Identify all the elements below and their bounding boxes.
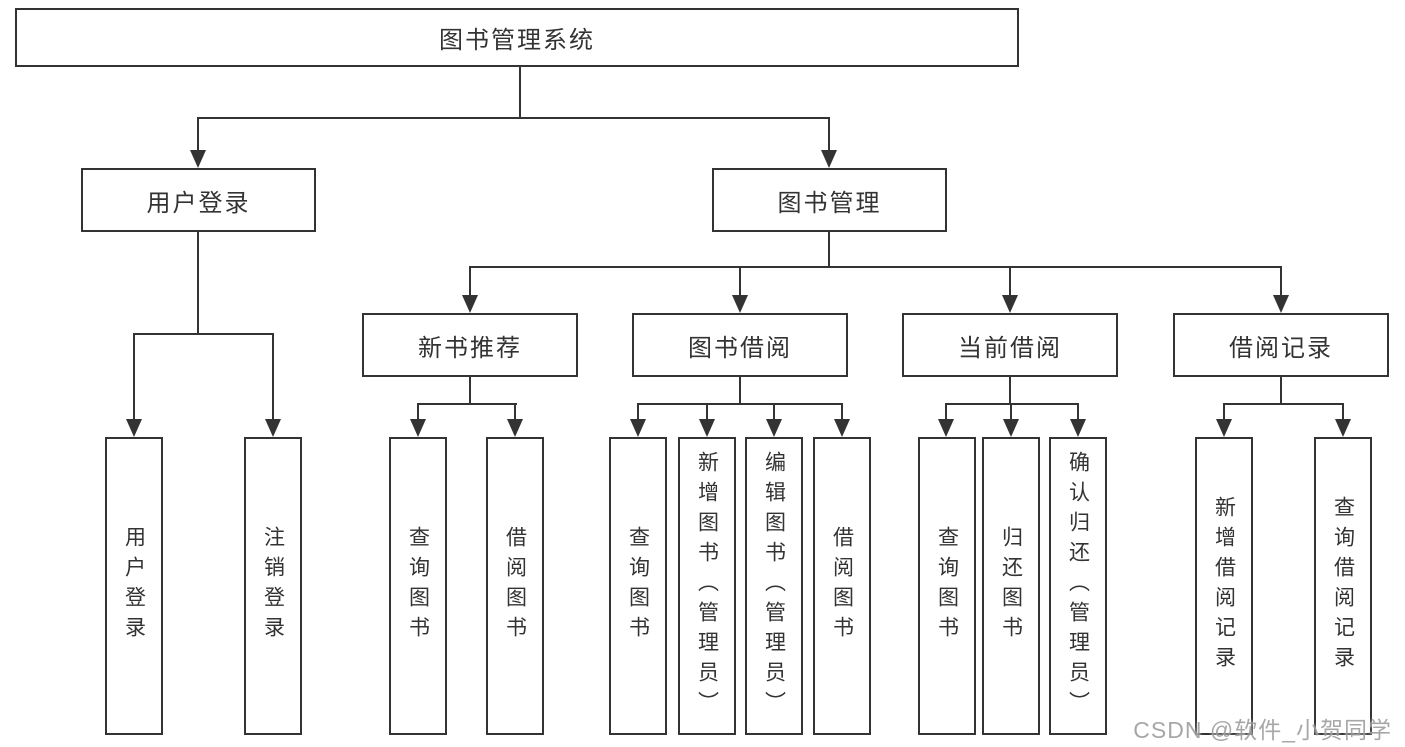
leaf-recommend-query-books-label: 查询图书 [406, 526, 430, 646]
leaf-current-return-books: 归还图书 [982, 437, 1040, 735]
arrow-down-icon [507, 419, 523, 437]
arrow-down-icon [834, 419, 850, 437]
arrow-down-icon [1002, 295, 1018, 313]
connector-line [1077, 403, 1079, 419]
connector-line [706, 403, 708, 419]
connector-line [739, 266, 741, 295]
csdn-watermark: CSDN @软件_小贺同学 [1133, 717, 1392, 743]
node-new-book-recommend-label: 新书推荐 [418, 334, 522, 362]
leaf-records-query-record-label: 查询借阅记录 [1331, 496, 1355, 676]
leaf-current-return-books-label: 归还图书 [999, 526, 1023, 646]
node-borrowing-records: 借阅记录 [1173, 313, 1389, 377]
connector-line [1223, 403, 1225, 419]
connector-line [637, 403, 843, 405]
node-book-borrowing-label: 图书借阅 [688, 334, 792, 362]
leaf-logout-label: 注销登录 [261, 526, 285, 646]
arrow-down-icon [766, 419, 782, 437]
arrow-down-icon [630, 419, 646, 437]
connector-line [519, 67, 521, 118]
arrow-down-icon [938, 419, 954, 437]
arrow-down-icon [410, 419, 426, 437]
leaf-borrowing-edit-books-label: 编辑图书（管理员） [762, 451, 786, 721]
node-root: 图书管理系统 [15, 8, 1019, 67]
connector-line [841, 403, 843, 419]
leaf-records-add-record-label: 新增借阅记录 [1212, 496, 1236, 676]
node-book-management: 图书管理 [712, 168, 947, 232]
node-book-borrowing: 图书借阅 [632, 313, 848, 377]
connector-line [945, 403, 947, 419]
node-user-login: 用户登录 [81, 168, 316, 232]
leaf-user-login: 用户登录 [105, 437, 163, 735]
node-current-borrowing-label: 当前借阅 [958, 334, 1062, 362]
connector-line [133, 333, 135, 420]
connector-line [1223, 403, 1344, 405]
connector-line [469, 377, 471, 405]
arrow-down-icon [1335, 419, 1351, 437]
connector-line [417, 403, 419, 419]
node-user-login-label: 用户登录 [146, 189, 251, 217]
arrow-down-icon [821, 150, 837, 168]
connector-line [272, 333, 274, 420]
leaf-borrowing-borrow-books-label: 借阅图书 [830, 526, 854, 646]
leaf-borrowing-query-books-label: 查询图书 [626, 526, 650, 646]
node-borrowing-records-label: 借阅记录 [1229, 334, 1333, 362]
connector-line [739, 377, 741, 405]
connector-line [1280, 377, 1282, 405]
connector-line [469, 266, 1282, 268]
leaf-recommend-borrow-books-label: 借阅图书 [503, 526, 527, 646]
leaf-recommend-borrow-books: 借阅图书 [486, 437, 544, 735]
arrow-down-icon [732, 295, 748, 313]
arrow-down-icon [1273, 295, 1289, 313]
leaf-borrowing-edit-books: 编辑图书（管理员） [745, 437, 803, 735]
node-root-label: 图书管理系统 [439, 27, 595, 54]
connector-line [197, 117, 199, 150]
connector-line [637, 403, 639, 419]
leaf-current-query-books: 查询图书 [918, 437, 976, 735]
arrow-down-icon [126, 419, 142, 437]
leaf-borrowing-add-books: 新增图书（管理员） [678, 437, 736, 735]
connector-line [828, 117, 830, 150]
arrow-down-icon [190, 150, 206, 168]
leaf-records-query-record: 查询借阅记录 [1314, 437, 1372, 735]
arrow-down-icon [1070, 419, 1086, 437]
connector-line [197, 117, 830, 119]
arrow-down-icon [1003, 419, 1019, 437]
leaf-recommend-query-books: 查询图书 [389, 437, 447, 735]
leaf-borrowing-add-books-label: 新增图书（管理员） [695, 451, 719, 721]
leaf-records-add-record: 新增借阅记录 [1195, 437, 1253, 735]
node-new-book-recommend: 新书推荐 [362, 313, 578, 377]
connector-line [773, 403, 775, 419]
connector-line [514, 403, 516, 419]
leaf-user-login-label: 用户登录 [122, 526, 146, 646]
arrow-down-icon [1216, 419, 1232, 437]
connector-line [417, 403, 517, 405]
connector-line [1009, 266, 1011, 295]
connector-line [945, 403, 1079, 405]
leaf-current-confirm-return: 确认归还（管理员） [1049, 437, 1107, 735]
arrow-down-icon [462, 295, 478, 313]
connector-line [1009, 377, 1011, 405]
connector-line [1010, 403, 1012, 419]
leaf-borrowing-borrow-books: 借阅图书 [813, 437, 871, 735]
arrow-down-icon [265, 419, 281, 437]
arrow-down-icon [699, 419, 715, 437]
leaf-current-query-books-label: 查询图书 [935, 526, 959, 646]
connector-line [197, 232, 199, 334]
connector-line [133, 333, 274, 335]
leaf-borrowing-query-books: 查询图书 [609, 437, 667, 735]
connector-line [469, 266, 471, 295]
node-book-management-label: 图书管理 [777, 189, 882, 217]
leaf-logout: 注销登录 [244, 437, 302, 735]
connector-line [1342, 403, 1344, 419]
connector-line [828, 232, 830, 268]
node-current-borrowing: 当前借阅 [902, 313, 1118, 377]
connector-line [1280, 266, 1282, 295]
leaf-current-confirm-return-label: 确认归还（管理员） [1066, 451, 1090, 721]
